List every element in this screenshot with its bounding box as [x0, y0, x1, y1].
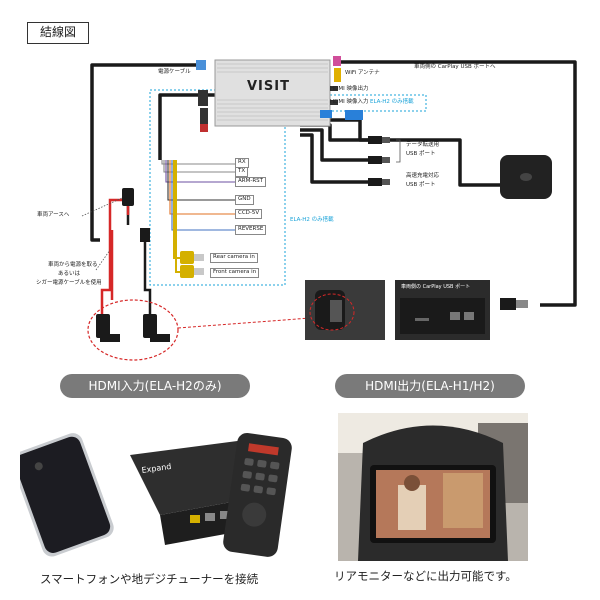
label-fast-charge-2: USB ポート — [406, 182, 436, 188]
label-power-from-2: あるいは — [58, 271, 81, 277]
wiring-diagram — [81, 56, 577, 361]
pin-gnd: GND — [235, 195, 254, 205]
pin-reverse: REVERSE — [235, 225, 267, 235]
usb-charge-cable — [300, 133, 368, 184]
svg-text:Expand: Expand — [141, 462, 172, 475]
harness-cable-line — [158, 93, 215, 160]
usb-data-cable-1 — [300, 123, 368, 142]
label-fast-charge-1: 高速充電対応 — [406, 173, 440, 179]
pin-ccd-5v: CCD-5V — [235, 209, 263, 219]
label-ela-h2-only-mid: ELA-H2 のみ搭載 — [290, 217, 334, 223]
usb-data-cable-2 — [300, 128, 368, 162]
label-hdmi-out: HDMI 映像出力 — [330, 86, 369, 92]
device-logo: VISIT — [247, 79, 290, 94]
label-wifi-antenna: WiFi アンテナ — [345, 70, 380, 76]
pin-arm-rst: ARM-RST — [235, 177, 266, 187]
label-data-usb-2: USB ポート — [406, 151, 436, 157]
hdmi-input-photo: Expand — [20, 432, 292, 557]
label-ela-h2-only-top: ELA-H2 のみ搭載 — [370, 99, 414, 105]
label-ground: 車両アースへ — [37, 212, 70, 218]
pin-tx: TX — [235, 167, 249, 177]
hdmi-output-photo — [338, 413, 528, 561]
hdmi-input-caption: スマートフォンや地デジチューナーを接続 — [40, 572, 259, 586]
label-hdmi-in: HDMI 映像入力 — [330, 99, 369, 105]
label-power-cable: 電源ケーブル — [158, 69, 191, 75]
carplay-cable-line — [340, 60, 577, 307]
label-carplay-photo: 車両側の CarPlay USB ポート — [401, 284, 471, 290]
diagram-title: 結線図 — [27, 22, 89, 44]
hdmi-output-title: HDMI出力(ELA-H1/H2) — [335, 374, 525, 398]
label-carplay-usb-port: 車両側の CarPlay USB ポートへ — [414, 64, 496, 70]
hdmi-output-caption: リアモニターなどに出力可能です。 — [334, 569, 517, 583]
label-data-usb-1: データ転送用 — [406, 142, 440, 148]
hdmi-input-title: HDMI入力(ELA-H2のみ) — [60, 374, 250, 398]
visit-device — [214, 59, 331, 127]
cigar-socket-photo — [305, 280, 385, 340]
label-front-camera: Front camera in — [210, 268, 260, 278]
carplay-usb-photo — [395, 280, 490, 340]
label-power-from-3: シガー電源ケーブルを使用 — [36, 280, 102, 286]
label-power-from-1: 車両から電源を取る — [48, 262, 98, 268]
power-cable-line — [90, 63, 200, 242]
label-rear-camera: Rear camera in — [210, 253, 258, 263]
